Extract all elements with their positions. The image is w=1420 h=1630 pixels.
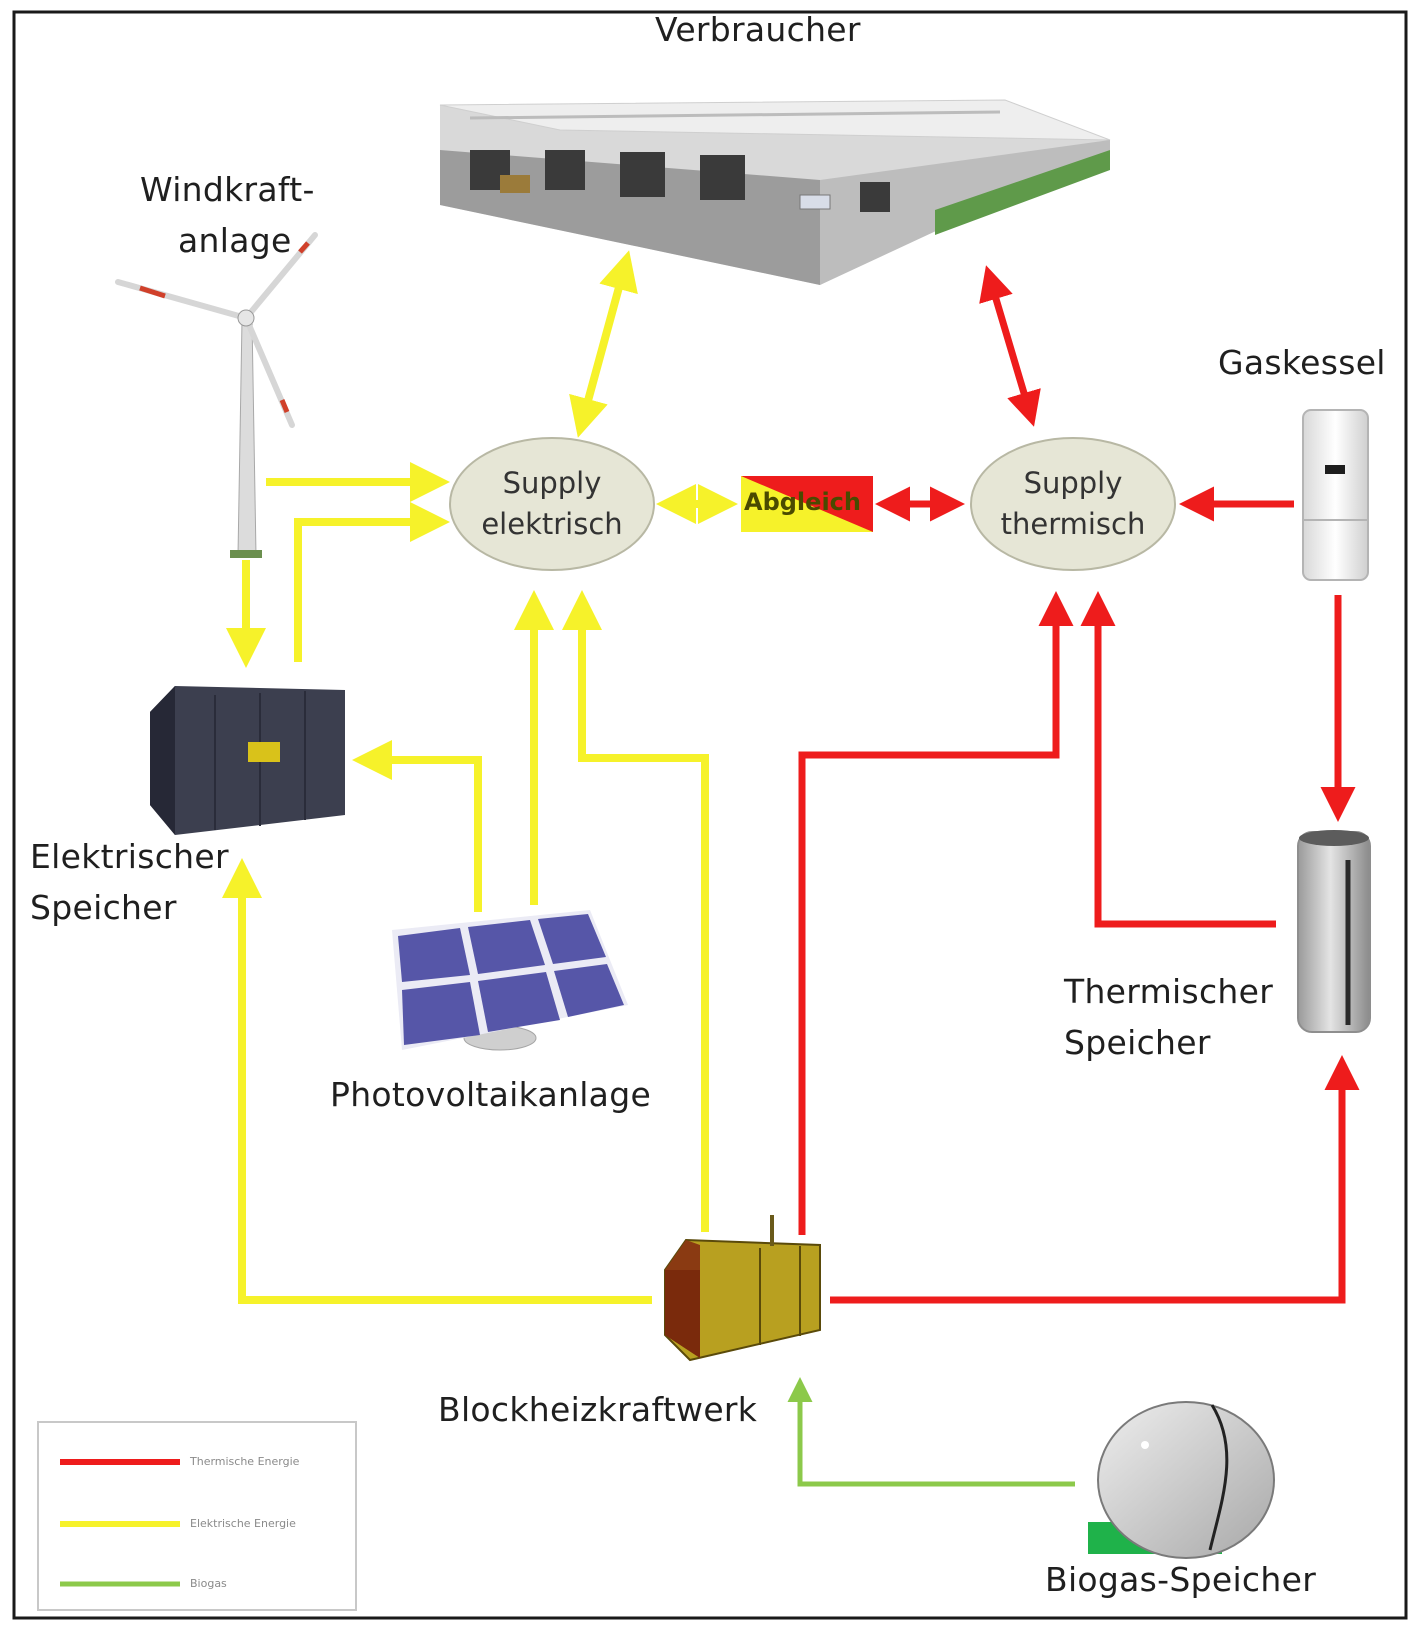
supply-elektrisch-node [449, 437, 655, 571]
abgleich-node [741, 476, 873, 532]
flow-biogas-to-chp [787, 1377, 1075, 1487]
label-elektrischer-line2: Speicher [30, 888, 177, 927]
biogas-dome-icon [1088, 1401, 1275, 1559]
abgleich-label: Abgleich [744, 488, 861, 516]
flow-pv-to-storage [352, 740, 482, 912]
supply-thermisch-line1: Supply [1023, 466, 1123, 500]
flow-consumer-to-thermal [979, 265, 1041, 427]
solar-panel-icon [392, 910, 628, 1051]
electric-flows [222, 250, 738, 1304]
wind-turbine-icon [115, 232, 318, 558]
supply-elektrisch-line1: Supply [502, 466, 602, 500]
biogas-flows [787, 1377, 1075, 1487]
diagram-frame [12, 10, 1408, 1620]
supply-thermisch-line2: thermisch [1000, 507, 1146, 541]
flow-tank-to-thermal [1080, 591, 1276, 928]
supply-elektrisch-line2: elektrisch [481, 507, 623, 541]
label-photovoltaikanlage: Photovoltaikanlage [330, 1075, 652, 1114]
label-thermischer-line1: Thermischer [1064, 972, 1274, 1011]
thermal-flows [798, 265, 1360, 1304]
label-thermischer-line2: Speicher [1064, 1023, 1211, 1062]
legend [37, 1421, 357, 1611]
chp-container-icon [664, 1215, 821, 1362]
flow-storage-to-supply [294, 502, 450, 662]
factory-building-icon [439, 99, 1111, 285]
legend-label-thermal: Thermische Energie [190, 1455, 300, 1468]
flow-chp-to-supply [562, 590, 709, 1232]
label-windkraft-line1: Windkraft- [140, 170, 315, 209]
flow-chp-to-tank [830, 1055, 1360, 1304]
label-biogas-speicher: Biogas-Speicher [1045, 1560, 1317, 1599]
gas-boiler-icon [1302, 409, 1369, 581]
battery-container-icon [150, 686, 345, 835]
flow-supply-to-consumer [569, 250, 638, 438]
flow-chp-to-thermal [798, 591, 1074, 1235]
supply-thermisch-node [970, 437, 1176, 571]
legend-label-electric: Elektrische Energie [190, 1517, 296, 1530]
label-gaskessel: Gaskessel [1218, 343, 1386, 382]
label-elektrischer-line1: Elektrischer [30, 837, 229, 876]
label-verbraucher: Verbraucher [655, 10, 861, 49]
flow-chp-to-storage [222, 858, 652, 1304]
label-windkraft-line2: anlage [178, 221, 292, 260]
thermal-storage-tank-icon [1297, 830, 1371, 1033]
legend-label-biogas: Biogas [190, 1577, 227, 1590]
label-blockheizkraftwerk: Blockheizkraftwerk [438, 1390, 758, 1429]
